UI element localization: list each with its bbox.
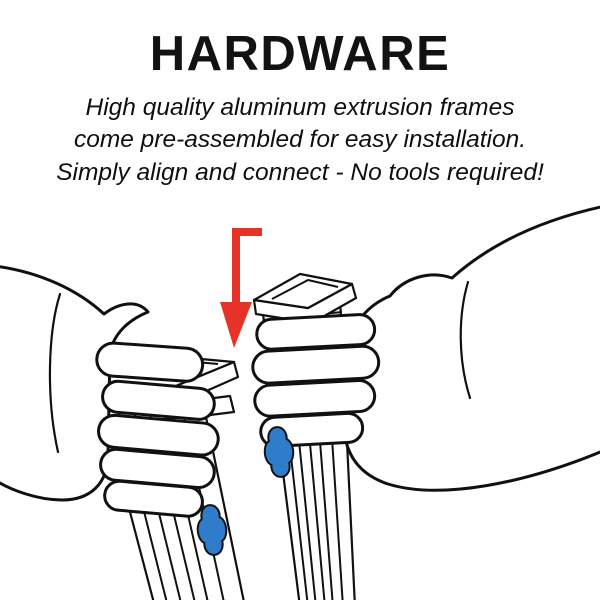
left-hand-wrist-crease (48, 292, 62, 454)
left-hand-palm (0, 265, 150, 502)
header: HARDWARE High quality aluminum extrusion… (0, 0, 600, 189)
left-hand-thumb (95, 341, 205, 383)
left-hand-finger (103, 479, 204, 518)
right-hand-wrist-crease (459, 280, 472, 400)
left-connector-clip (196, 504, 228, 556)
connector-clips (196, 426, 295, 556)
description-line: High quality aluminum extrusion frames (85, 94, 515, 121)
description-line: Simply align and connect - No tools requ… (56, 158, 544, 186)
right-hand-finger (255, 313, 377, 351)
right-hand-finger (253, 379, 377, 418)
right-frame-cap-line (271, 279, 339, 300)
down-arrow-shaft (232, 228, 262, 306)
left-hand (0, 265, 220, 518)
right-frame-mitered-cap (252, 272, 354, 310)
right-connector-clip (263, 426, 295, 478)
right-hand-palm (342, 205, 600, 492)
page-title: HARDWARE (149, 27, 451, 81)
description-text: High quality aluminum extrusion frames c… (0, 92, 600, 189)
frame-alignment-illustration (0, 205, 600, 600)
down-arrow-head (220, 302, 252, 348)
description-line: come pre-assembled for easy installation… (73, 126, 527, 154)
left-hand-finger (97, 413, 220, 457)
left-hand-finger (101, 379, 216, 421)
align-down-arrow-icon (220, 228, 262, 348)
right-hand-finger (251, 344, 381, 385)
